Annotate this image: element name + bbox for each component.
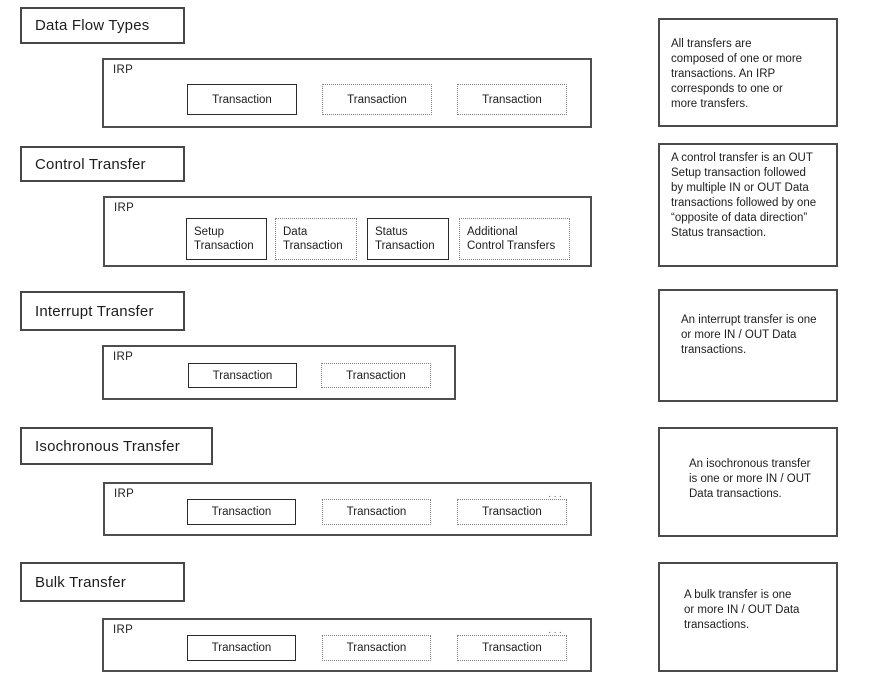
irp-label: IRP xyxy=(114,488,135,500)
status-transaction-box: Status Transaction xyxy=(367,218,449,260)
transaction-label: Transaction xyxy=(482,506,542,518)
irp-box-bulk-transfer: IRP Transaction Transaction Transaction … xyxy=(102,618,592,672)
transaction-box: Transaction xyxy=(187,499,296,525)
irp-box-interrupt-transfer: IRP Transaction Transaction xyxy=(102,345,456,400)
note-data-flow-types: All transfers are composed of one or mor… xyxy=(658,18,838,127)
section-title-isochronous-transfer: Isochronous Transfer xyxy=(20,427,213,465)
transaction-box: Transaction xyxy=(187,84,297,115)
transaction-box: Transaction ··· xyxy=(457,491,567,525)
note-interrupt-transfer: An interrupt transfer is one or more IN … xyxy=(658,289,838,402)
section-title-control-transfer: Control Transfer xyxy=(20,146,185,182)
irp-label: IRP xyxy=(113,64,134,76)
note-bulk-transfer: A bulk transfer is one or more IN / OUT … xyxy=(658,562,838,672)
transaction-box: Transaction xyxy=(188,363,297,388)
transaction-box: Transaction xyxy=(322,635,431,661)
transaction-box: Transaction xyxy=(457,84,567,115)
additional-control-transfers-box: Additional Control Transfers xyxy=(459,218,570,260)
transaction-box: Transaction xyxy=(322,84,432,115)
transaction-label: Transaction xyxy=(482,642,542,654)
section-title-interrupt-transfer: Interrupt Transfer xyxy=(20,291,185,331)
irp-label: IRP xyxy=(113,624,134,636)
irp-box-data-flow-types: IRP Transaction Transaction Transaction xyxy=(102,58,592,128)
continuation-dots: ··· xyxy=(548,491,564,502)
irp-box-control-transfer: IRP Setup Transaction Data Transaction S… xyxy=(103,196,592,267)
irp-label: IRP xyxy=(113,351,134,363)
transaction-box: Transaction xyxy=(321,363,431,388)
irp-box-isochronous-transfer: IRP Transaction Transaction Transaction … xyxy=(103,482,592,536)
setup-transaction-box: Setup Transaction xyxy=(186,218,267,260)
irp-label: IRP xyxy=(114,202,135,214)
transaction-box: Transaction ··· xyxy=(457,627,567,661)
transaction-box: Transaction xyxy=(187,635,296,661)
continuation-dots: ··· xyxy=(548,627,564,638)
note-isochronous-transfer: An isochronous transfer is one or more I… xyxy=(658,427,838,537)
section-title-bulk-transfer: Bulk Transfer xyxy=(20,562,185,602)
section-title-data-flow-types: Data Flow Types xyxy=(20,7,185,44)
transaction-box: Transaction xyxy=(322,499,431,525)
data-transaction-box: Data Transaction xyxy=(275,218,357,260)
note-control-transfer: A control transfer is an OUT Setup trans… xyxy=(658,143,838,267)
